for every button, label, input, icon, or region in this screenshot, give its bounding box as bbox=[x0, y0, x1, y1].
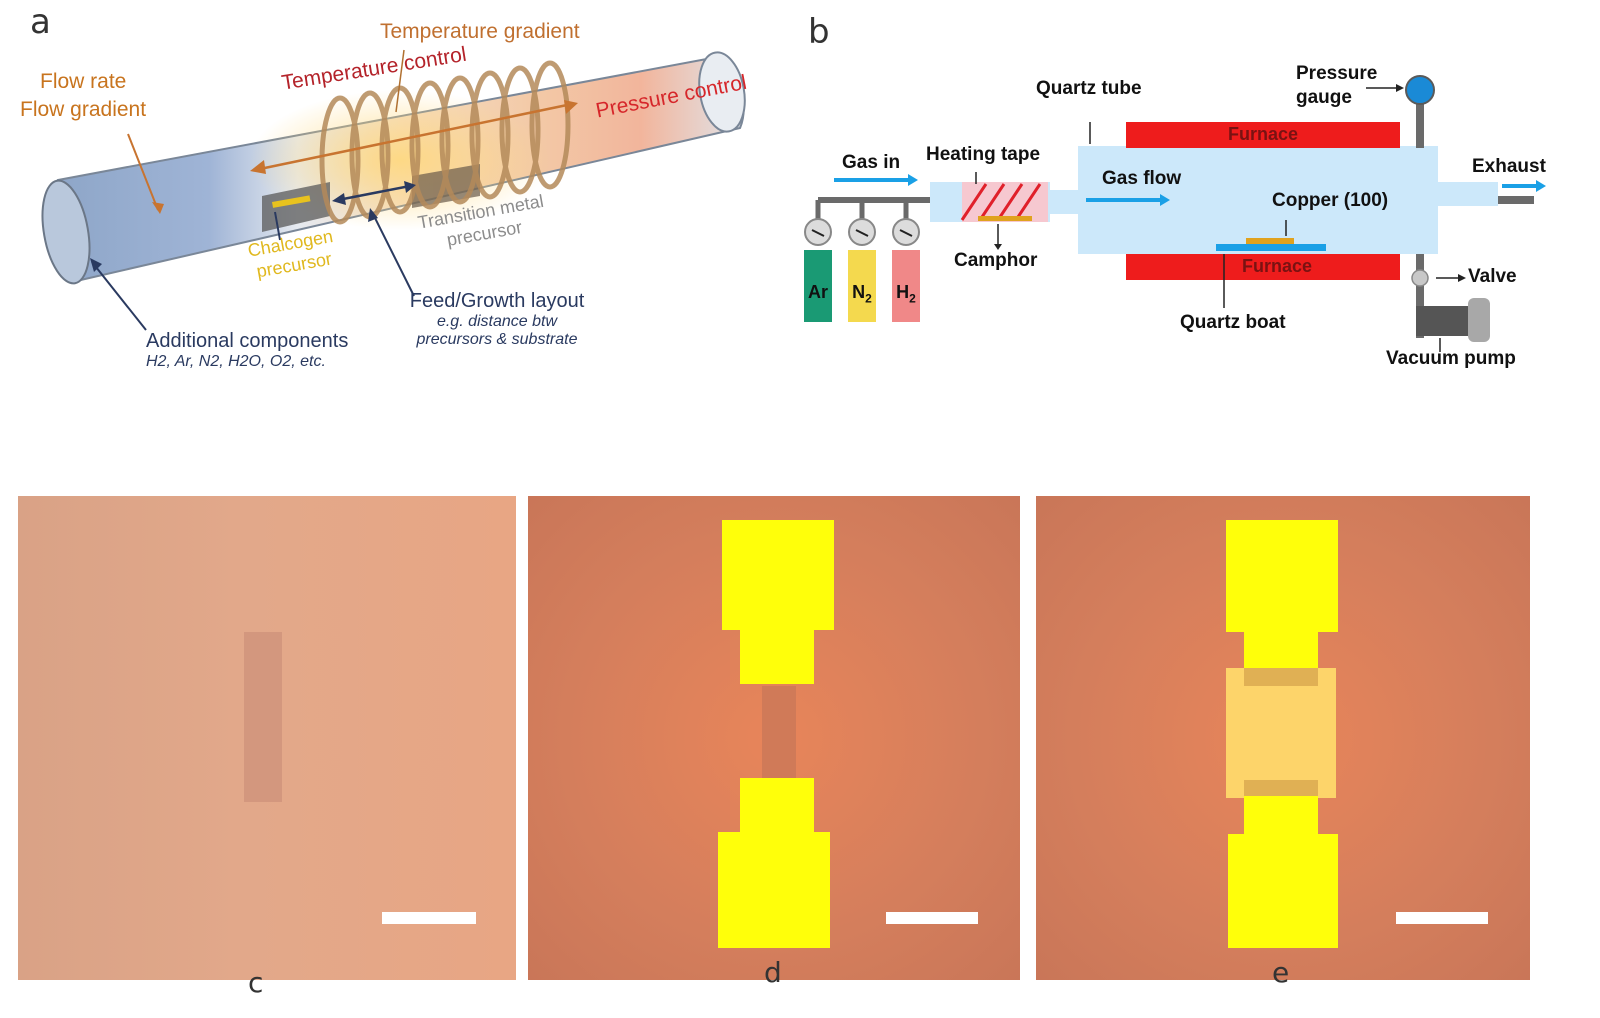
label-n2-text: N bbox=[852, 282, 866, 302]
label-heating-tape: Heating tape bbox=[926, 144, 1041, 165]
label-copper: Copper (100) bbox=[1272, 190, 1389, 211]
label-pressure-gauge: Pressure gauge bbox=[1296, 62, 1377, 110]
label-h2-sub: 2 bbox=[909, 291, 916, 306]
ar-cylinder bbox=[804, 250, 832, 322]
label-ar: Ar bbox=[804, 282, 832, 303]
label-quartz-tube: Quartz tube bbox=[1036, 78, 1142, 99]
vacuum-pump bbox=[1416, 306, 1474, 336]
micrograph-e-film bbox=[1226, 668, 1336, 798]
copper-substrate bbox=[1246, 238, 1294, 244]
label-additional-components: Additional components H2, Ar, N2, H2O, O… bbox=[146, 330, 348, 371]
label-vacuum-pump: Vacuum pump bbox=[1386, 348, 1516, 369]
label-flow-gradient: Flow gradient bbox=[20, 98, 147, 121]
label-valve: Valve bbox=[1468, 266, 1517, 287]
gas-gauges bbox=[804, 218, 920, 246]
panel-a-letter: a bbox=[30, 2, 51, 42]
label-e: e bbox=[1272, 956, 1290, 989]
micrograph-e-scale-bar bbox=[1396, 912, 1488, 924]
micrograph-e bbox=[1036, 496, 1530, 980]
furnace-bottom bbox=[1126, 254, 1400, 280]
label-feed-sub2: precursors & substrate bbox=[416, 331, 578, 348]
micrograph-d-top-pad bbox=[722, 520, 834, 630]
panel-b-cvd-schematic bbox=[804, 75, 1546, 352]
label-additional-sub: H2, Ar, N2, H2O, O2, etc. bbox=[146, 353, 326, 370]
h2-cylinder bbox=[892, 250, 920, 322]
label-additional-title: Additional components bbox=[146, 330, 349, 352]
micrograph-d-bottom-pad bbox=[718, 832, 830, 948]
micrograph-e-contact-top bbox=[1244, 668, 1318, 686]
label-ar-text: Ar bbox=[807, 282, 828, 302]
micrograph-d-channel bbox=[762, 686, 796, 778]
label-pressure-line1: Pressure bbox=[1296, 63, 1378, 84]
label-furnace-top: Furnace bbox=[1227, 124, 1299, 144]
micrograph-d-scale-bar bbox=[886, 912, 978, 924]
panel-a-tube-diagram bbox=[41, 49, 746, 331]
label-h2: H2 bbox=[892, 282, 920, 306]
label-n2-sub: 2 bbox=[865, 291, 872, 306]
pressure-gauge bbox=[1405, 75, 1435, 105]
label-gas-in: Gas in bbox=[842, 152, 901, 173]
micrograph-d-bottom-pad-neck bbox=[740, 778, 814, 834]
label-feed-title: Feed/Growth layout bbox=[409, 290, 585, 312]
label-quartz-boat: Quartz boat bbox=[1180, 312, 1286, 333]
quartz-boat bbox=[1216, 244, 1326, 251]
label-feed-growth: Feed/Growth layout e.g. distance btw pre… bbox=[402, 290, 592, 349]
label-pressure-line2: gauge bbox=[1296, 87, 1352, 108]
micrograph-e-top-pad-neck bbox=[1244, 630, 1318, 670]
label-c: c bbox=[248, 966, 264, 999]
label-feed-sub1: e.g. distance btw bbox=[436, 313, 558, 330]
micrograph-e-bottom-pad-neck bbox=[1244, 796, 1318, 836]
micrograph-c bbox=[18, 496, 516, 980]
label-camphor: Camphor bbox=[954, 250, 1038, 271]
micrograph-d bbox=[528, 496, 1020, 980]
micrograph-c-scale-bar bbox=[382, 912, 476, 924]
micrograph-e-bottom-pad bbox=[1228, 834, 1338, 948]
camphor-source bbox=[978, 216, 1032, 221]
micrograph-d-top-pad-neck bbox=[740, 628, 814, 684]
micrograph-c-channel bbox=[244, 632, 282, 802]
label-n2: N2 bbox=[848, 282, 876, 306]
quartz-tube-3d bbox=[41, 51, 746, 285]
label-d: d bbox=[764, 956, 782, 989]
label-temperature-gradient: Temperature gradient bbox=[380, 20, 580, 43]
label-h2-text: H bbox=[896, 282, 910, 302]
n2-cylinder bbox=[848, 250, 876, 322]
label-furnace-bottom: Furnace bbox=[1241, 256, 1313, 276]
heating-tape bbox=[962, 182, 1048, 222]
micrograph-e-top-pad bbox=[1226, 520, 1338, 632]
panel-b-letter: b bbox=[808, 12, 830, 52]
micrograph-e-contact-bottom bbox=[1244, 780, 1318, 798]
furnace-top bbox=[1126, 122, 1400, 148]
label-exhaust: Exhaust bbox=[1472, 156, 1546, 177]
label-flow-rate: Flow rate bbox=[40, 70, 127, 93]
label-gas-flow: Gas flow bbox=[1102, 168, 1182, 189]
valve bbox=[1411, 269, 1429, 287]
